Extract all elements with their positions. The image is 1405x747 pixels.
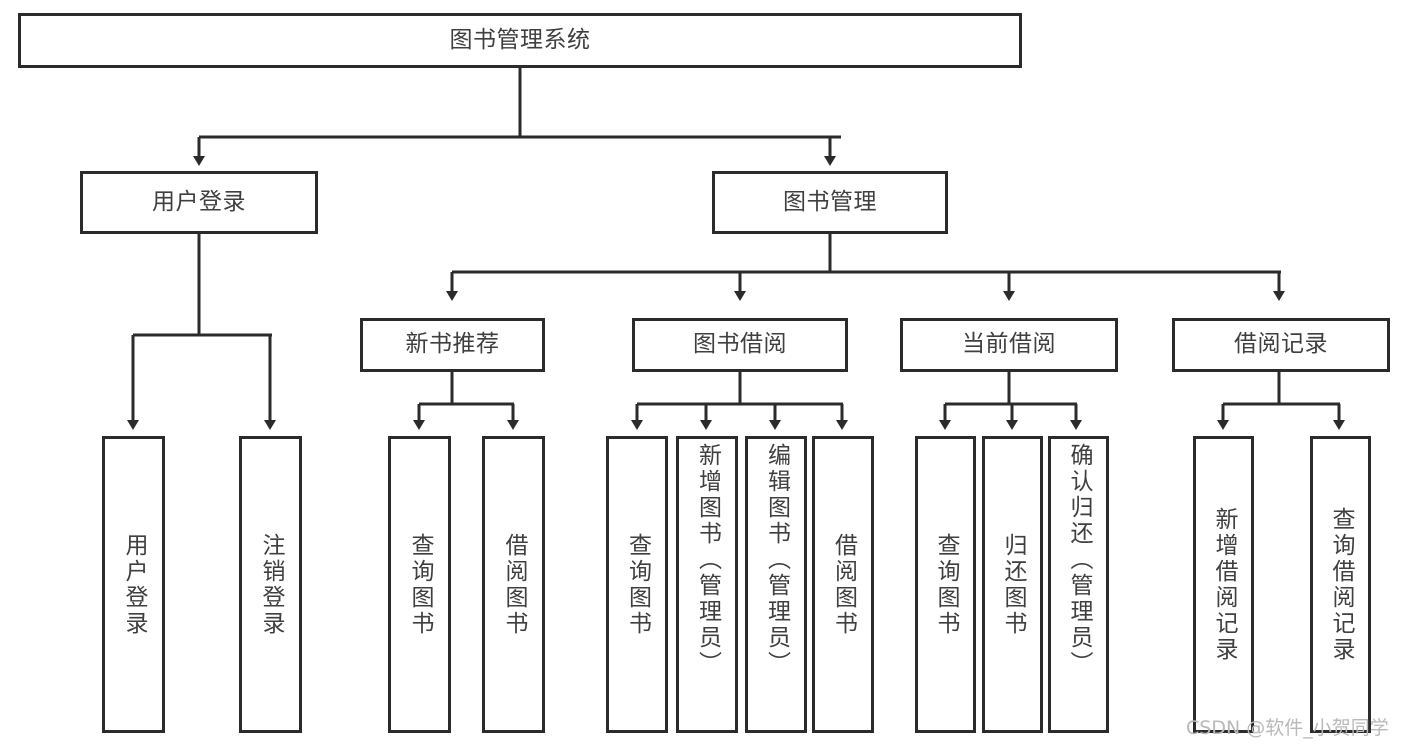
- node-label: 图书管理系统: [449, 26, 591, 53]
- node-root-book-management-system[interactable]: 图书管理系统: [18, 13, 1022, 68]
- node-book-management[interactable]: 图书管理: [712, 171, 948, 234]
- leaf-borrow-record-add-record[interactable]: 新增借阅记录: [1193, 436, 1254, 733]
- node-book-borrow[interactable]: 图书借阅: [632, 318, 848, 372]
- leaf-content: 用户登录: [105, 439, 162, 730]
- node-label: 借阅图书: [830, 532, 857, 637]
- node-user-login[interactable]: 用户登录: [80, 171, 318, 234]
- node-borrow-record[interactable]: 借阅记录: [1172, 318, 1390, 372]
- csdn-watermark: CSDN @软件_小贺同学: [1186, 717, 1389, 739]
- leaf-current-borrow-confirm-return-admin[interactable]: 确认归还（管理员）: [1048, 436, 1109, 733]
- leaf-content: 查询图书: [609, 439, 665, 730]
- leaf-content: 确认归还（管理员）: [1051, 439, 1106, 734]
- leaf-new-book-query-book[interactable]: 查询图书: [388, 436, 451, 733]
- node-label: 图书借阅: [693, 331, 787, 358]
- leaf-content: 注销登录: [242, 439, 299, 730]
- leaf-book-borrow-add-book-admin[interactable]: 新增图书（管理员）: [676, 436, 738, 733]
- node-label: 查询图书: [933, 532, 959, 637]
- leaf-current-borrow-return-book[interactable]: 归还图书: [982, 436, 1043, 733]
- node-label: 注销登录: [258, 532, 284, 637]
- node-label: 查询图书: [407, 532, 433, 637]
- leaf-content: 新增图书（管理员）: [679, 439, 735, 734]
- leaf-user-login-login[interactable]: 用户登录: [102, 436, 165, 733]
- leaf-content: 编辑图书（管理员）: [748, 439, 804, 734]
- leaf-current-borrow-query-book[interactable]: 查询图书: [915, 436, 976, 733]
- leaf-content: 查询借阅记录: [1313, 439, 1368, 730]
- leaf-user-login-logout[interactable]: 注销登录: [239, 436, 302, 733]
- leaf-content: 借阅图书: [485, 439, 542, 730]
- node-label: 借阅记录: [1234, 331, 1328, 358]
- leaf-book-borrow-edit-book-admin[interactable]: 编辑图书（管理员）: [745, 436, 807, 733]
- leaf-borrow-record-query-record[interactable]: 查询借阅记录: [1310, 436, 1371, 733]
- leaf-content: 查询图书: [918, 439, 973, 730]
- leaf-content: 查询图书: [391, 439, 448, 730]
- leaf-new-book-borrow-book[interactable]: 借阅图书: [482, 436, 545, 733]
- node-current-borrow[interactable]: 当前借阅: [900, 318, 1118, 372]
- node-label: 当前借阅: [962, 331, 1056, 358]
- node-label: 用户登录: [152, 188, 246, 215]
- node-label: 用户登录: [121, 532, 147, 637]
- node-label: 新增借阅记录: [1211, 506, 1237, 663]
- leaf-content: 新增借阅记录: [1196, 439, 1251, 730]
- leaf-content: 借阅图书: [815, 439, 871, 730]
- leaf-book-borrow-borrow-book[interactable]: 借阅图书: [812, 436, 874, 733]
- node-new-book-recommend[interactable]: 新书推荐: [360, 318, 545, 372]
- node-label: 确认归还（管理员）: [1066, 443, 1092, 677]
- leaf-book-borrow-query-book[interactable]: 查询图书: [606, 436, 668, 733]
- leaf-content: 归还图书: [985, 439, 1040, 730]
- node-label: 查询图书: [624, 532, 651, 637]
- node-label: 编辑图书（管理员）: [763, 443, 790, 677]
- node-label: 借阅图书: [501, 532, 527, 637]
- node-label: 新增图书（管理员）: [694, 443, 721, 677]
- node-label: 归还图书: [1000, 532, 1026, 637]
- node-label: 图书管理: [783, 188, 877, 215]
- node-label: 查询借阅记录: [1328, 506, 1354, 663]
- node-label: 新书推荐: [405, 331, 500, 358]
